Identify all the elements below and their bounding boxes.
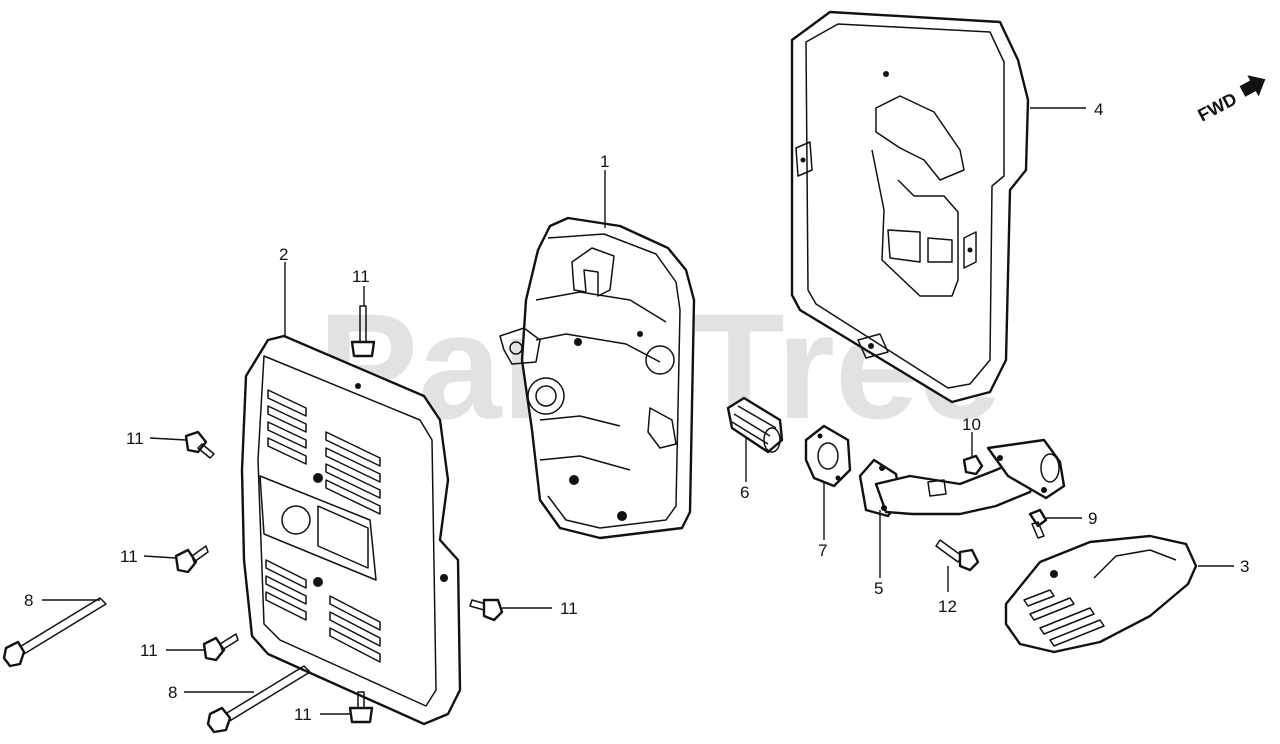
part-8-bolt-lower[interactable] [206, 665, 311, 734]
part-7-gasket[interactable] [804, 424, 852, 488]
cover-vent-slots [265, 389, 381, 663]
part-11-screw-f[interactable] [348, 691, 374, 724]
fwd-direction-indicator: FWD [1194, 75, 1266, 126]
part-9-bolt[interactable] [1028, 508, 1048, 539]
callout-9: 9 [1088, 509, 1097, 528]
protector-vent-slots [1023, 589, 1105, 647]
callout-10: 10 [962, 415, 981, 434]
callout-3: 3 [1240, 557, 1249, 576]
callout-11-f: 11 [294, 705, 312, 724]
callout-12: 12 [938, 597, 957, 616]
callout-11-e: 11 [560, 599, 578, 618]
callout-1: 1 [600, 152, 609, 171]
callout-7: 7 [818, 541, 827, 560]
part-5-exhaust-pipe[interactable] [858, 438, 1066, 518]
part-4-muffler-cover[interactable] [790, 10, 1030, 404]
callout-8-lower: 8 [168, 683, 177, 702]
part-11-screw-c[interactable] [174, 545, 209, 574]
leader-lines [42, 107, 1234, 715]
callout-8-upper: 8 [24, 591, 33, 610]
callout-11-d: 11 [140, 641, 158, 660]
callout-2: 2 [279, 245, 288, 264]
part-2-exhaust-cover[interactable] [240, 334, 462, 726]
part-11-screw-d[interactable] [202, 633, 239, 662]
callout-6: 6 [740, 483, 749, 502]
fwd-arrow-icon [1239, 75, 1266, 97]
part-10-nut[interactable] [962, 454, 984, 476]
callout-5: 5 [874, 579, 883, 598]
part-11-screw-b[interactable] [184, 430, 215, 459]
callout-4: 4 [1094, 100, 1103, 119]
part-11-screw-e[interactable] [469, 598, 504, 622]
part-1-muffler[interactable] [499, 216, 696, 540]
fwd-label: FWD [1194, 89, 1240, 126]
callout-11-c: 11 [120, 547, 138, 566]
callout-11-b: 11 [126, 429, 144, 448]
part-8-bolt-upper[interactable] [2, 597, 107, 668]
part-6-spark-arrester[interactable] [726, 396, 784, 454]
callout-11-a: 11 [352, 267, 370, 286]
part-3-pipe-protector[interactable] [1004, 534, 1198, 654]
part-12-bolt[interactable] [935, 539, 980, 572]
